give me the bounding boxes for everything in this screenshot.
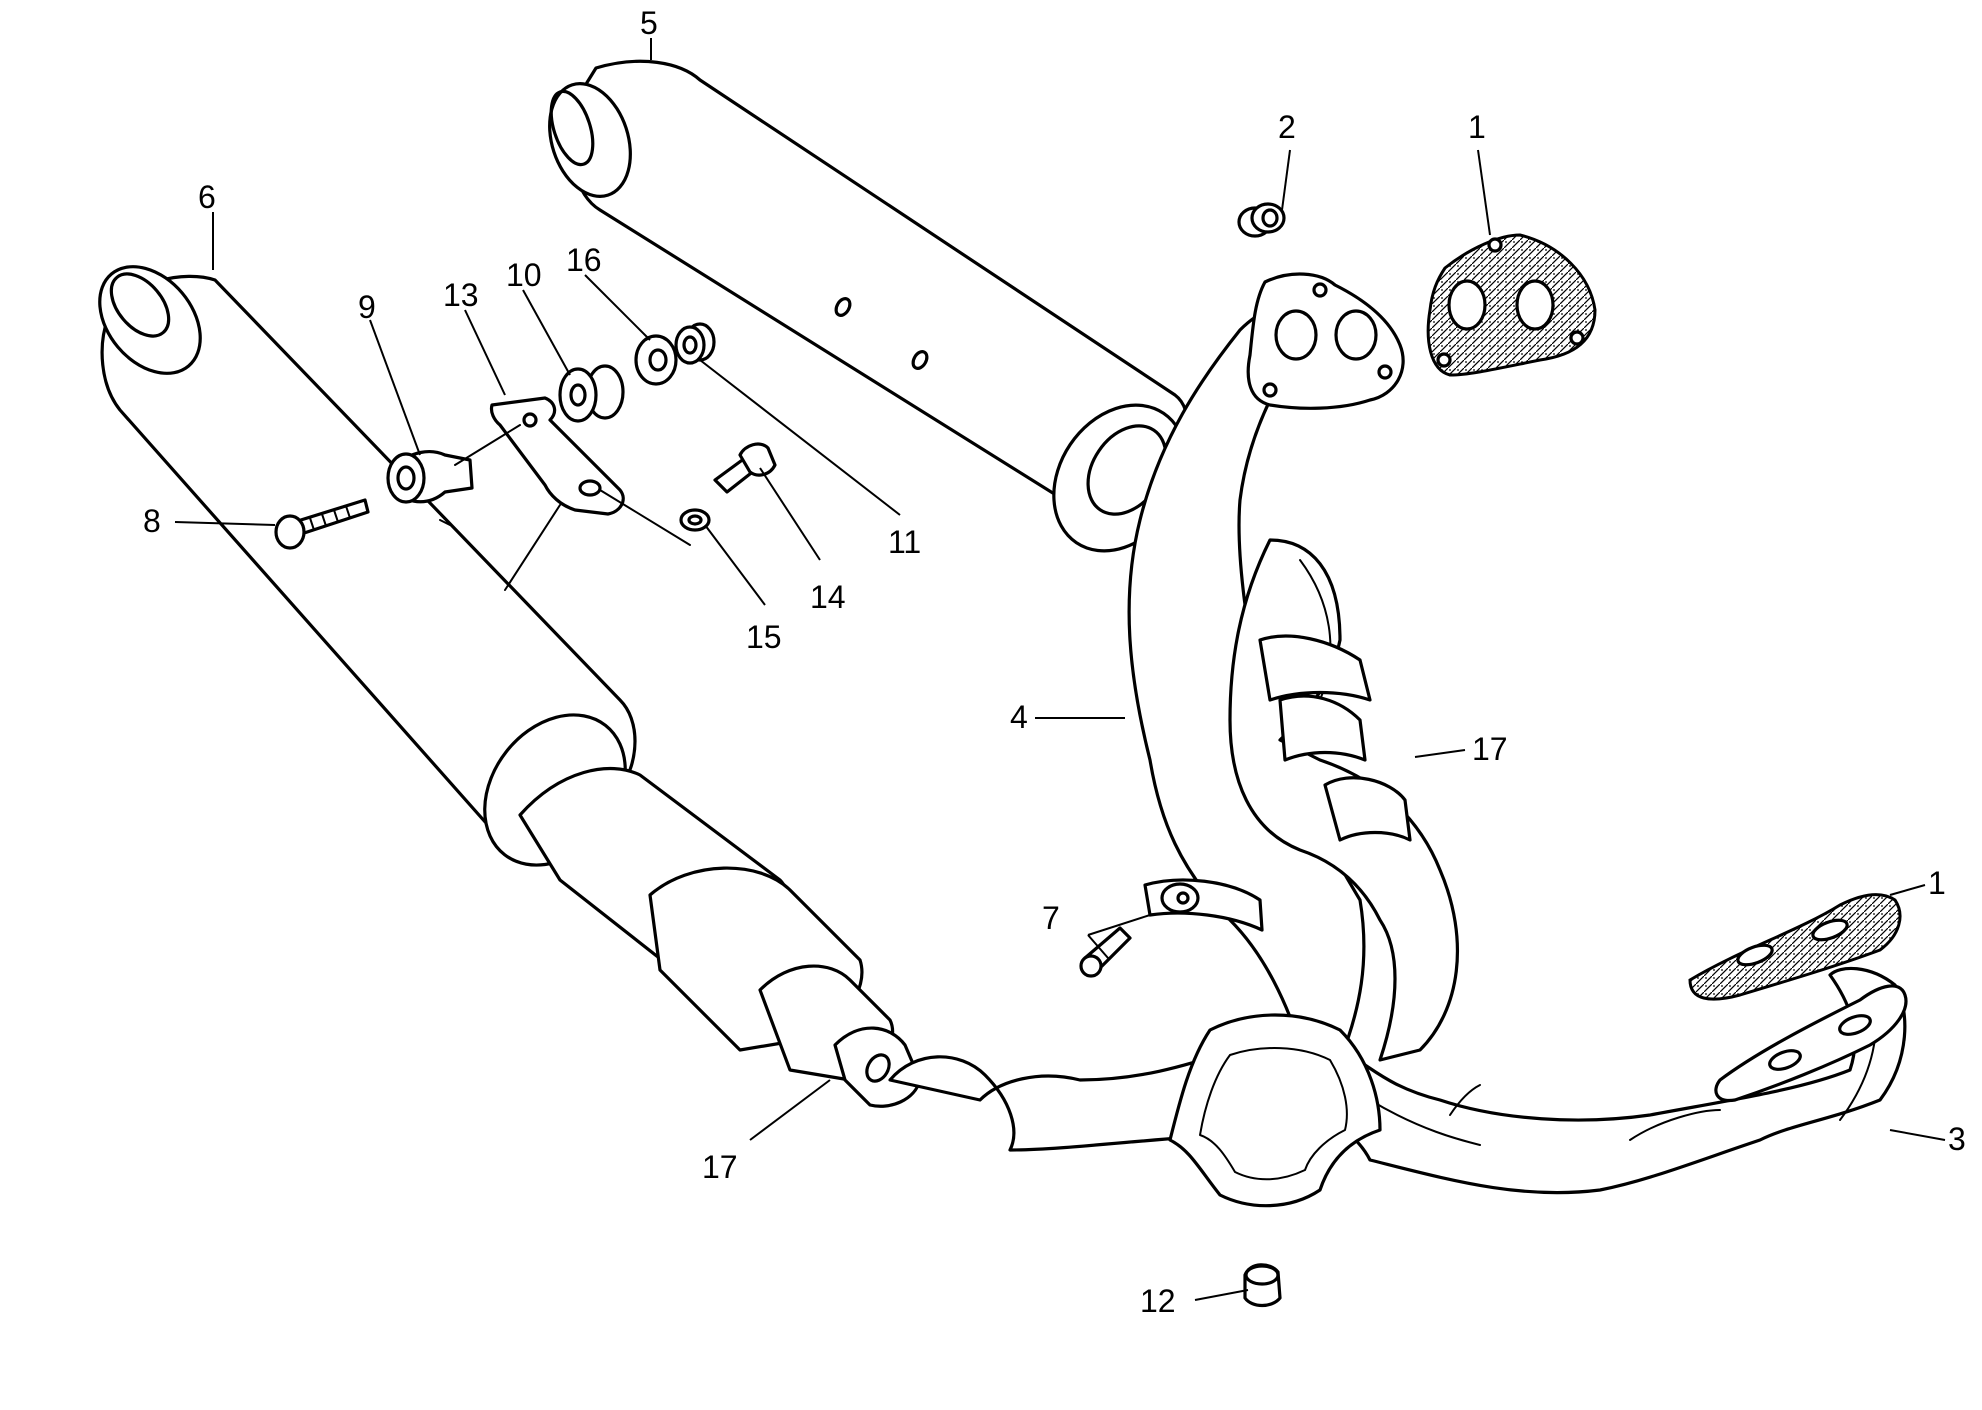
callout-5: 5 [640,5,658,41]
assembly-lines [439,424,691,591]
callout-17-right: 17 [1472,731,1508,767]
callout-11: 11 [888,524,921,560]
right-muffler [548,59,1190,553]
pipe-clamp [1143,878,1264,932]
nut-12 [1243,1263,1282,1308]
upper-gasket [1426,233,1597,377]
callout-3: 3 [1948,1121,1966,1157]
callout-4: 4 [1010,699,1028,735]
nut-11 [674,322,716,365]
callout-15: 15 [746,619,782,655]
callout-14: 14 [810,579,846,615]
lower-gasket [1688,893,1902,1001]
callout-13: 13 [443,277,479,313]
y-junction [1168,1013,1382,1208]
callout-1-upper: 1 [1468,109,1486,145]
callout-labels: 5 6 9 13 10 16 11 14 15 8 2 1 4 17 1 3 7… [143,5,1966,1319]
callout-7: 7 [1042,900,1060,936]
upper-flange [1246,272,1405,410]
leader-lines [174,38,1946,1301]
bolt-8 [274,498,370,550]
washer-16 [634,334,678,386]
callout-1-lower: 1 [1928,865,1946,901]
left-muffler [98,265,922,1108]
callout-12: 12 [1140,1283,1176,1319]
callout-10: 10 [506,257,542,293]
callout-16: 16 [566,242,602,278]
spacer-9 [386,450,474,504]
upper-header-pipe [1127,304,1460,1082]
callout-9: 9 [358,289,376,325]
callout-6: 6 [198,179,216,215]
callout-2: 2 [1278,109,1296,145]
callout-8: 8 [143,503,161,539]
washer-15 [679,508,711,532]
bolt-7 [1079,926,1132,978]
nut-2 [1237,202,1286,238]
bolt-14 [713,442,777,494]
callout-17-left: 17 [702,1149,738,1185]
grommet-10 [558,364,625,423]
bracket-13 [489,396,625,516]
lower-flange [1714,984,1908,1103]
